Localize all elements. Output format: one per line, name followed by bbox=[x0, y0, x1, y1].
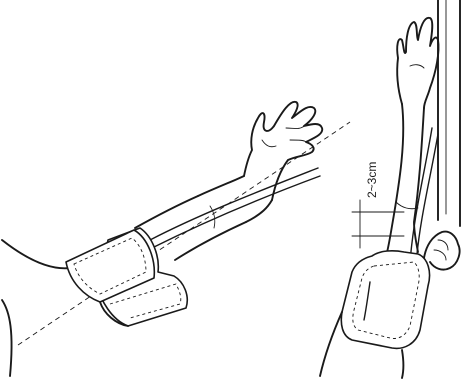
left-air-tube-upper bbox=[150, 168, 318, 240]
holding-hand-finger-1 bbox=[438, 240, 448, 250]
left-hand-outline bbox=[244, 102, 322, 200]
shoulder-outline bbox=[2, 240, 70, 268]
right-torso-left bbox=[320, 312, 342, 376]
right-elbow-line bbox=[396, 202, 418, 209]
finger-crease-1 bbox=[286, 126, 304, 129]
left-air-tube-lower bbox=[152, 176, 320, 248]
left-panel-arm-illustration bbox=[2, 102, 350, 376]
holding-hand-finger-2 bbox=[434, 250, 446, 260]
right-hand-outline bbox=[397, 18, 438, 108]
right-torso-right bbox=[402, 350, 404, 378]
right-finger-crease bbox=[410, 65, 424, 68]
right-panel-arm-illustration: 2~3cm bbox=[320, 0, 460, 378]
holding-hand-outline bbox=[424, 232, 460, 270]
upper-arm-top bbox=[135, 196, 198, 228]
thumb-crease bbox=[262, 140, 276, 147]
torso-outline bbox=[2, 300, 12, 376]
right-arm-left-edge bbox=[386, 104, 403, 256]
finger-crease-2 bbox=[290, 140, 306, 142]
forearm-top bbox=[198, 176, 244, 196]
distance-label: 2~3cm bbox=[365, 162, 379, 198]
upper-arm-bottom bbox=[175, 222, 246, 260]
